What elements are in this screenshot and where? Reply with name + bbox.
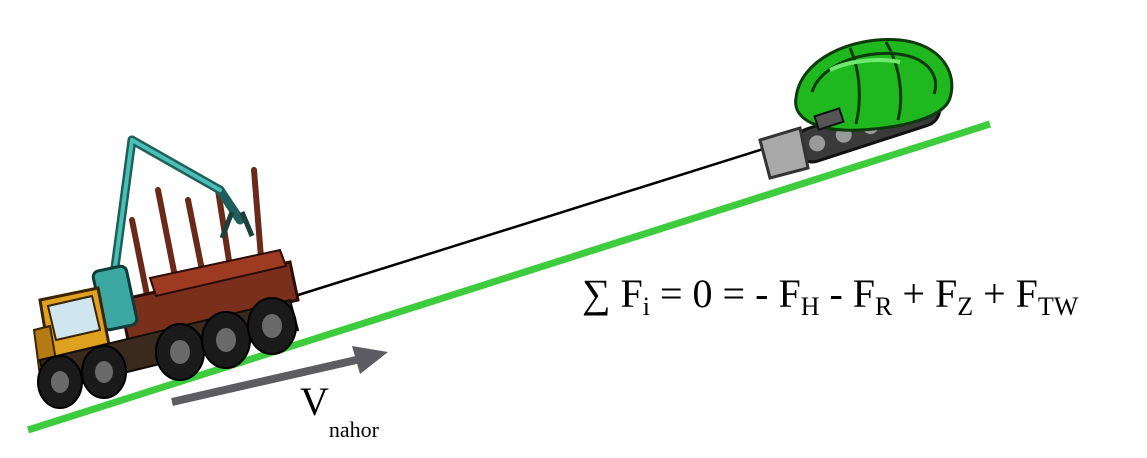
velocity-subscript: nahor: [328, 417, 379, 442]
bulldozer-icon: [758, 38, 954, 180]
force-balance-equation: ∑ Fi = 0 = - FH - FR + FZ + FTW: [582, 270, 1078, 320]
velocity-symbol: V: [300, 379, 329, 424]
subscript-i: i: [642, 292, 650, 321]
force-f-z: F: [934, 271, 958, 316]
force-f-r: F: [852, 271, 876, 316]
subscript-tw: TW: [1037, 292, 1079, 321]
subscript-z: Z: [957, 292, 974, 321]
equals-zero: = 0 = -: [650, 271, 779, 316]
force-f-i: F: [620, 271, 643, 316]
velocity-label: Vnahor: [300, 378, 379, 441]
subscript-h: H: [800, 292, 820, 321]
sum-symbol: ∑: [582, 271, 611, 316]
forwarder-icon: [32, 135, 300, 409]
plus-sign-2: +: [973, 271, 1016, 316]
force-f-h: F: [778, 271, 801, 316]
velocity-arrow: [171, 346, 388, 406]
plus-sign-1: +: [892, 271, 935, 316]
minus-sign: -: [819, 271, 853, 316]
force-f-tw: F: [1015, 271, 1038, 316]
subscript-r: R: [875, 292, 893, 321]
winch-rope: [294, 138, 793, 298]
